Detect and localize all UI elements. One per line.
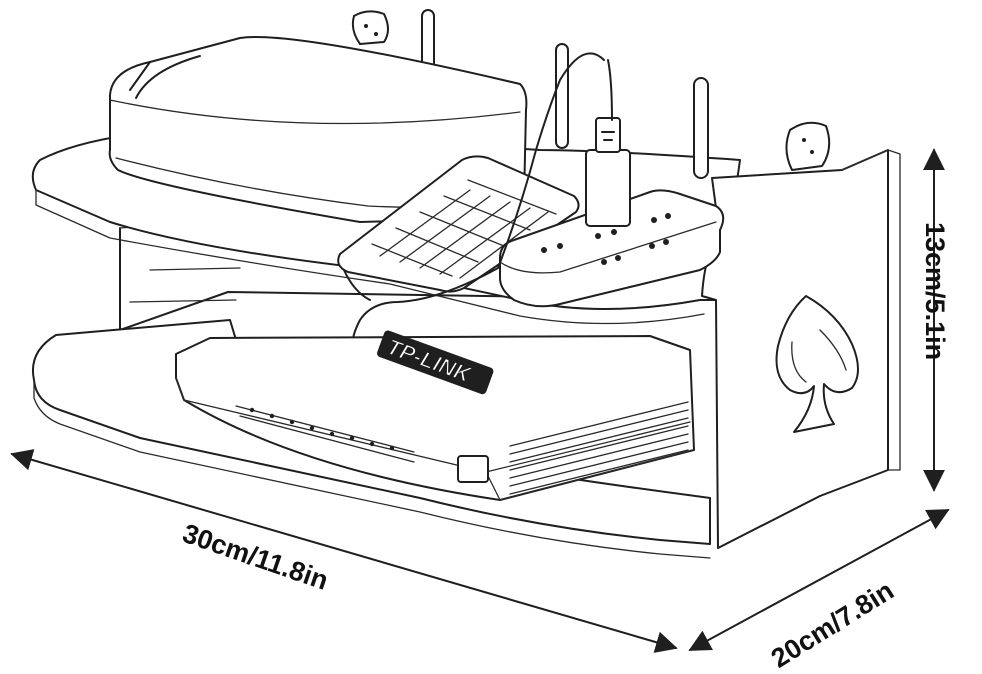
height-dimension-label: 13cm/5.1in — [920, 222, 950, 361]
wall-hook-icon — [351, 10, 389, 45]
smartphone — [337, 155, 580, 293]
router: TP-LINK — [175, 330, 695, 501]
antennas — [421, 9, 709, 179]
side-panel — [701, 149, 901, 549]
usb-charger — [585, 117, 631, 227]
charging-cable — [343, 52, 613, 369]
double-arrow-icon — [10, 449, 678, 653]
wall-hook-icon — [785, 121, 831, 171]
double-arrow-icon — [688, 509, 950, 651]
power-strip — [499, 189, 725, 308]
spade-icon — [775, 295, 859, 433]
